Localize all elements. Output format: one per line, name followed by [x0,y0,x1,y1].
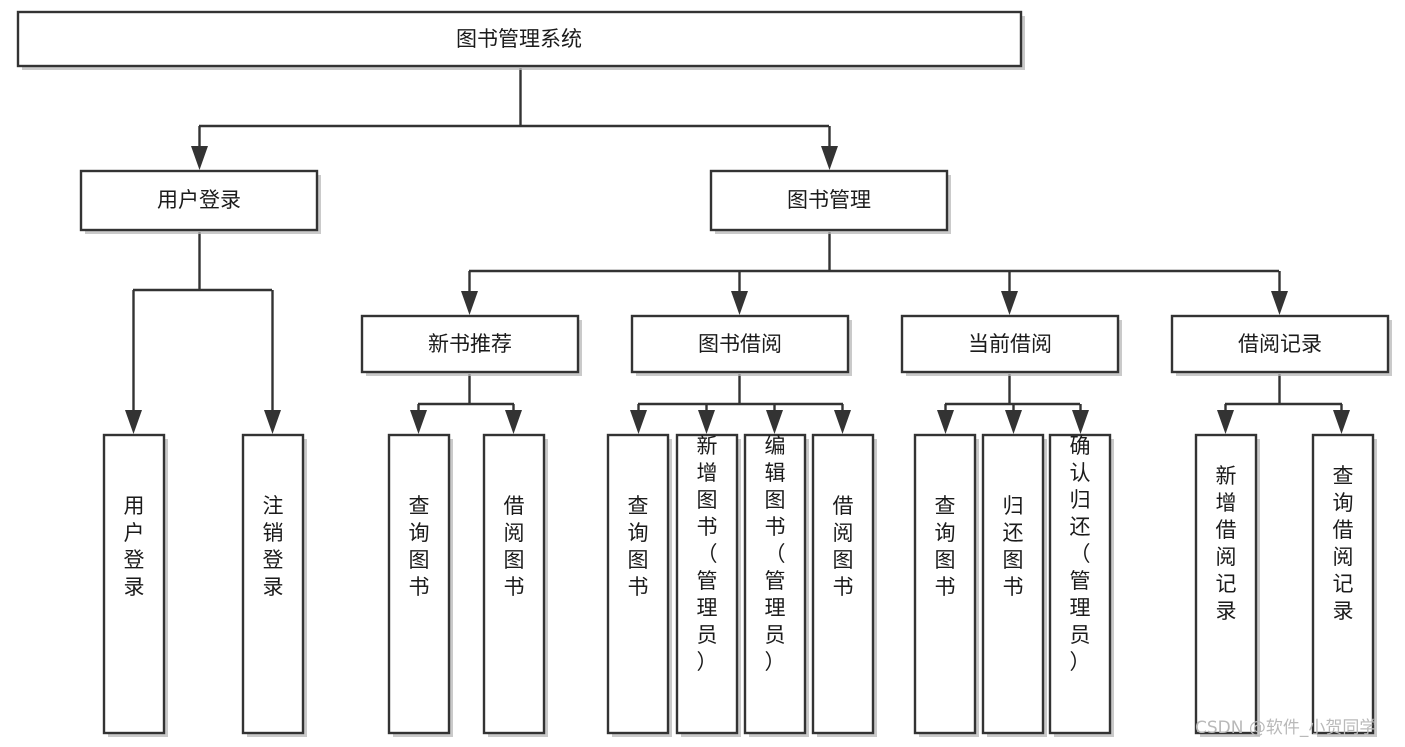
arrow-head-leaf-query-book-2 [630,410,647,434]
leaf-query-book-newbook-box[interactable] [387,433,451,735]
arrow-head-borrow-record [1271,291,1288,315]
node-new-book-recommend-box[interactable] [360,314,580,374]
node-borrow-record-label: 借阅记录 [1238,332,1322,356]
leaf-confirm-return[interactable]: 确认归还（管理员） [1048,433,1114,737]
node-user-login-label: 用户登录 [157,188,241,212]
leaf-query-record[interactable]: 查询借阅记录 [1311,433,1377,737]
arrow-head-leaf-add-book [698,410,715,434]
leaf-borrow-book-newbook[interactable]: 借阅图书 [482,433,548,737]
node-book-management-box[interactable] [709,169,949,232]
arrow-head-borrow-book [731,291,748,315]
leaf-confirm-return-label: 确认归还（管理员） [1070,434,1091,674]
arrow-head-leaf-query-record [1333,410,1350,434]
leaf-return-book-box[interactable] [981,433,1045,735]
connector-group-new-book [410,374,522,434]
node-root-label: 图书管理系统 [456,27,582,51]
node-book-management[interactable]: 图书管理 [709,169,951,234]
arrow-head-book-mgmt [821,146,838,170]
node-new-book-recommend-label: 新书推荐 [428,332,512,356]
leaf-add-record-label: 新增借阅记录 [1216,464,1237,623]
connector-group-borrow-record [1217,374,1350,434]
leaf-query-book-current[interactable]: 查询图书 [913,433,979,737]
leaf-query-book-borrow-label: 查询图书 [628,494,649,599]
connector-group-current-borrow [937,374,1089,434]
leaf-logout-box[interactable] [241,433,305,735]
leaf-query-book-borrow[interactable]: 查询图书 [606,433,672,737]
arrow-head-new-book [461,291,478,315]
node-current-borrow-box[interactable] [900,314,1120,374]
node-book-borrow[interactable]: 图书借阅 [630,314,852,376]
node-book-borrow-label: 图书借阅 [698,332,782,356]
leaf-add-record[interactable]: 新增借阅记录 [1194,433,1260,737]
leaf-query-book-borrow-box[interactable] [606,433,670,735]
leaf-confirm-return-box[interactable] [1048,433,1112,735]
arrow-head-leaf-confirm-return [1072,410,1089,434]
watermark-label: CSDN @软件_小贺同学 [1195,718,1376,738]
leaf-user-login-box[interactable] [102,433,166,735]
connector-group-user-login [125,232,281,434]
leaf-edit-book-label: 编辑图书（管理员） [765,434,786,674]
arrow-head-current-borrow [1001,291,1018,315]
node-current-borrow-label: 当前借阅 [968,332,1052,356]
leaf-borrow-book-newbook-label: 借阅图书 [504,494,525,599]
leaf-user-login-label: 用户登录 [124,494,145,599]
leaf-query-book-newbook[interactable]: 查询图书 [387,433,453,737]
node-user-login-box[interactable] [79,169,319,232]
leaf-user-login[interactable]: 用户登录 [102,433,168,737]
arrow-head-leaf-query-book-1 [410,410,427,434]
leaf-query-book-current-box[interactable] [913,433,977,735]
node-user-login[interactable]: 用户登录 [79,169,321,234]
node-borrow-record[interactable]: 借阅记录 [1170,314,1392,376]
leaf-query-book-newbook-label: 查询图书 [409,494,430,599]
arrow-head-leaf-edit-book [766,410,783,434]
leaf-borrow-book-borrow-box[interactable] [811,433,875,735]
leaf-add-book[interactable]: 新增图书（管理员） [675,433,741,737]
connector-group-root [191,68,838,170]
arrow-head-leaf-return-book [1005,410,1022,434]
node-root[interactable]: 图书管理系统 [16,10,1025,70]
arrow-head-leaf-borrow-book-2 [834,410,851,434]
leaf-borrow-book-borrow[interactable]: 借阅图书 [811,433,877,737]
leaf-return-book[interactable]: 归还图书 [981,433,1047,737]
arrow-head-leaf-user-login [125,410,142,434]
arrow-head-leaf-borrow-book-1 [505,410,522,434]
node-root-box[interactable] [16,10,1023,68]
arrow-head-leaf-add-record [1217,410,1234,434]
arrow-head-user-login [191,146,208,170]
arrow-head-leaf-query-book-3 [937,410,954,434]
leaf-add-book-label: 新增图书（管理员） [697,434,718,674]
leaf-borrow-book-borrow-label: 借阅图书 [833,494,854,599]
node-borrow-record-box[interactable] [1170,314,1390,374]
leaf-query-record-box[interactable] [1311,433,1375,735]
node-current-borrow[interactable]: 当前借阅 [900,314,1122,376]
leaf-query-record-label: 查询借阅记录 [1333,464,1354,623]
leaf-logout-label: 注销登录 [263,494,284,599]
leaf-add-book-box[interactable] [675,433,739,735]
leaf-query-book-current-label: 查询图书 [935,494,956,599]
arrow-head-leaf-logout [264,410,281,434]
leaf-edit-book-box[interactable] [743,433,807,735]
node-book-borrow-box[interactable] [630,314,850,374]
connector-group-borrow-book [630,374,851,434]
leaf-logout[interactable]: 注销登录 [241,433,307,737]
leaf-edit-book[interactable]: 编辑图书（管理员） [743,433,809,737]
node-book-management-label: 图书管理 [787,188,871,212]
leaf-borrow-book-newbook-box[interactable] [482,433,546,735]
leaf-return-book-label: 归还图书 [1003,494,1024,599]
node-new-book-recommend[interactable]: 新书推荐 [360,314,582,376]
leaf-add-record-box[interactable] [1194,433,1258,735]
connector-group-book-mgmt [461,232,1288,315]
